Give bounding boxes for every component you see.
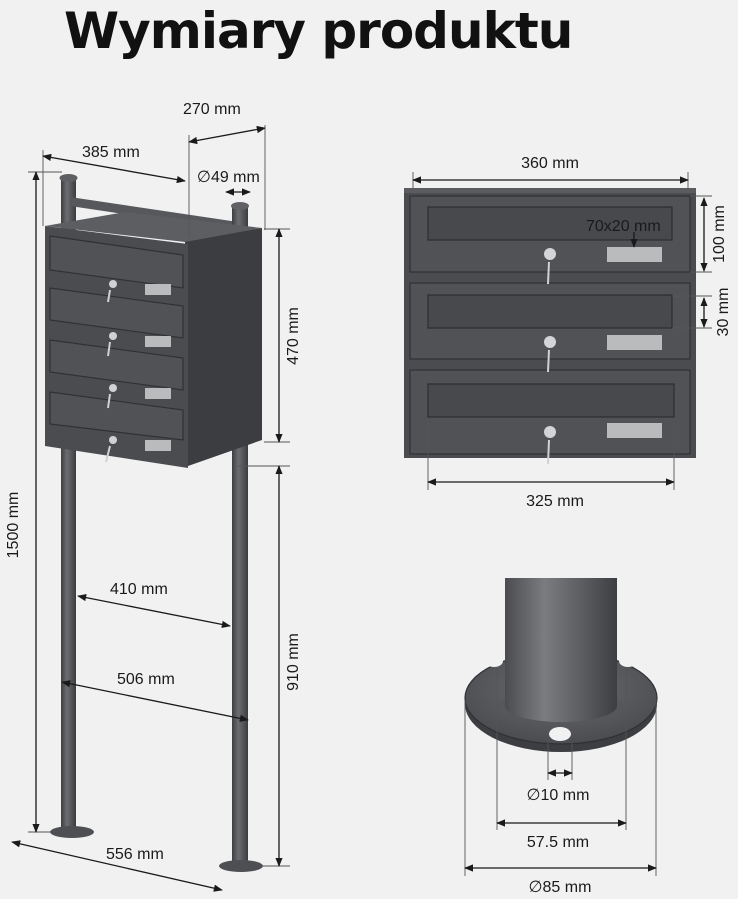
dimension-slot-height-label: 30 mm [715, 288, 732, 337]
dimension-front-width-label: 360 mm [521, 155, 579, 172]
mailbox-stand-illustration [45, 174, 263, 872]
pole-base-detail [464, 578, 658, 752]
front-dimension-lines [412, 172, 712, 490]
dimension-outer-width-label: 506 mm [117, 671, 175, 688]
dimension-pole-diameter-label: ∅49 mm [197, 169, 260, 186]
dimension-hole-diameter-label: ∅10 mm [527, 787, 590, 804]
page-title: Wymiary produktu [64, 2, 573, 60]
dimension-flap-height-label: 100 mm [711, 205, 728, 263]
dimension-box-width-label: 385 mm [82, 144, 140, 161]
dimension-slot-size-label: 70x20 mm [586, 218, 661, 235]
dimension-base-diameter-label: ∅85 mm [529, 879, 592, 896]
dimension-box-height-label: 470 mm [285, 307, 302, 365]
dimension-total-height-label: 1500 mm [5, 492, 22, 559]
dimension-base-span-label: 556 mm [106, 846, 164, 863]
base-dimension-lines [464, 667, 657, 876]
dimension-inner-front-width-label: 325 mm [526, 493, 584, 510]
mailbox-front-view [404, 188, 696, 465]
dimension-ground-height-label: 910 mm [285, 633, 302, 691]
dimension-depth-label: 270 mm [183, 101, 241, 118]
dimension-inner-width-label: 410 mm [110, 581, 168, 598]
left-dimension-lines [11, 125, 290, 892]
dimension-hole-spacing-label: 57.5 mm [527, 834, 589, 851]
